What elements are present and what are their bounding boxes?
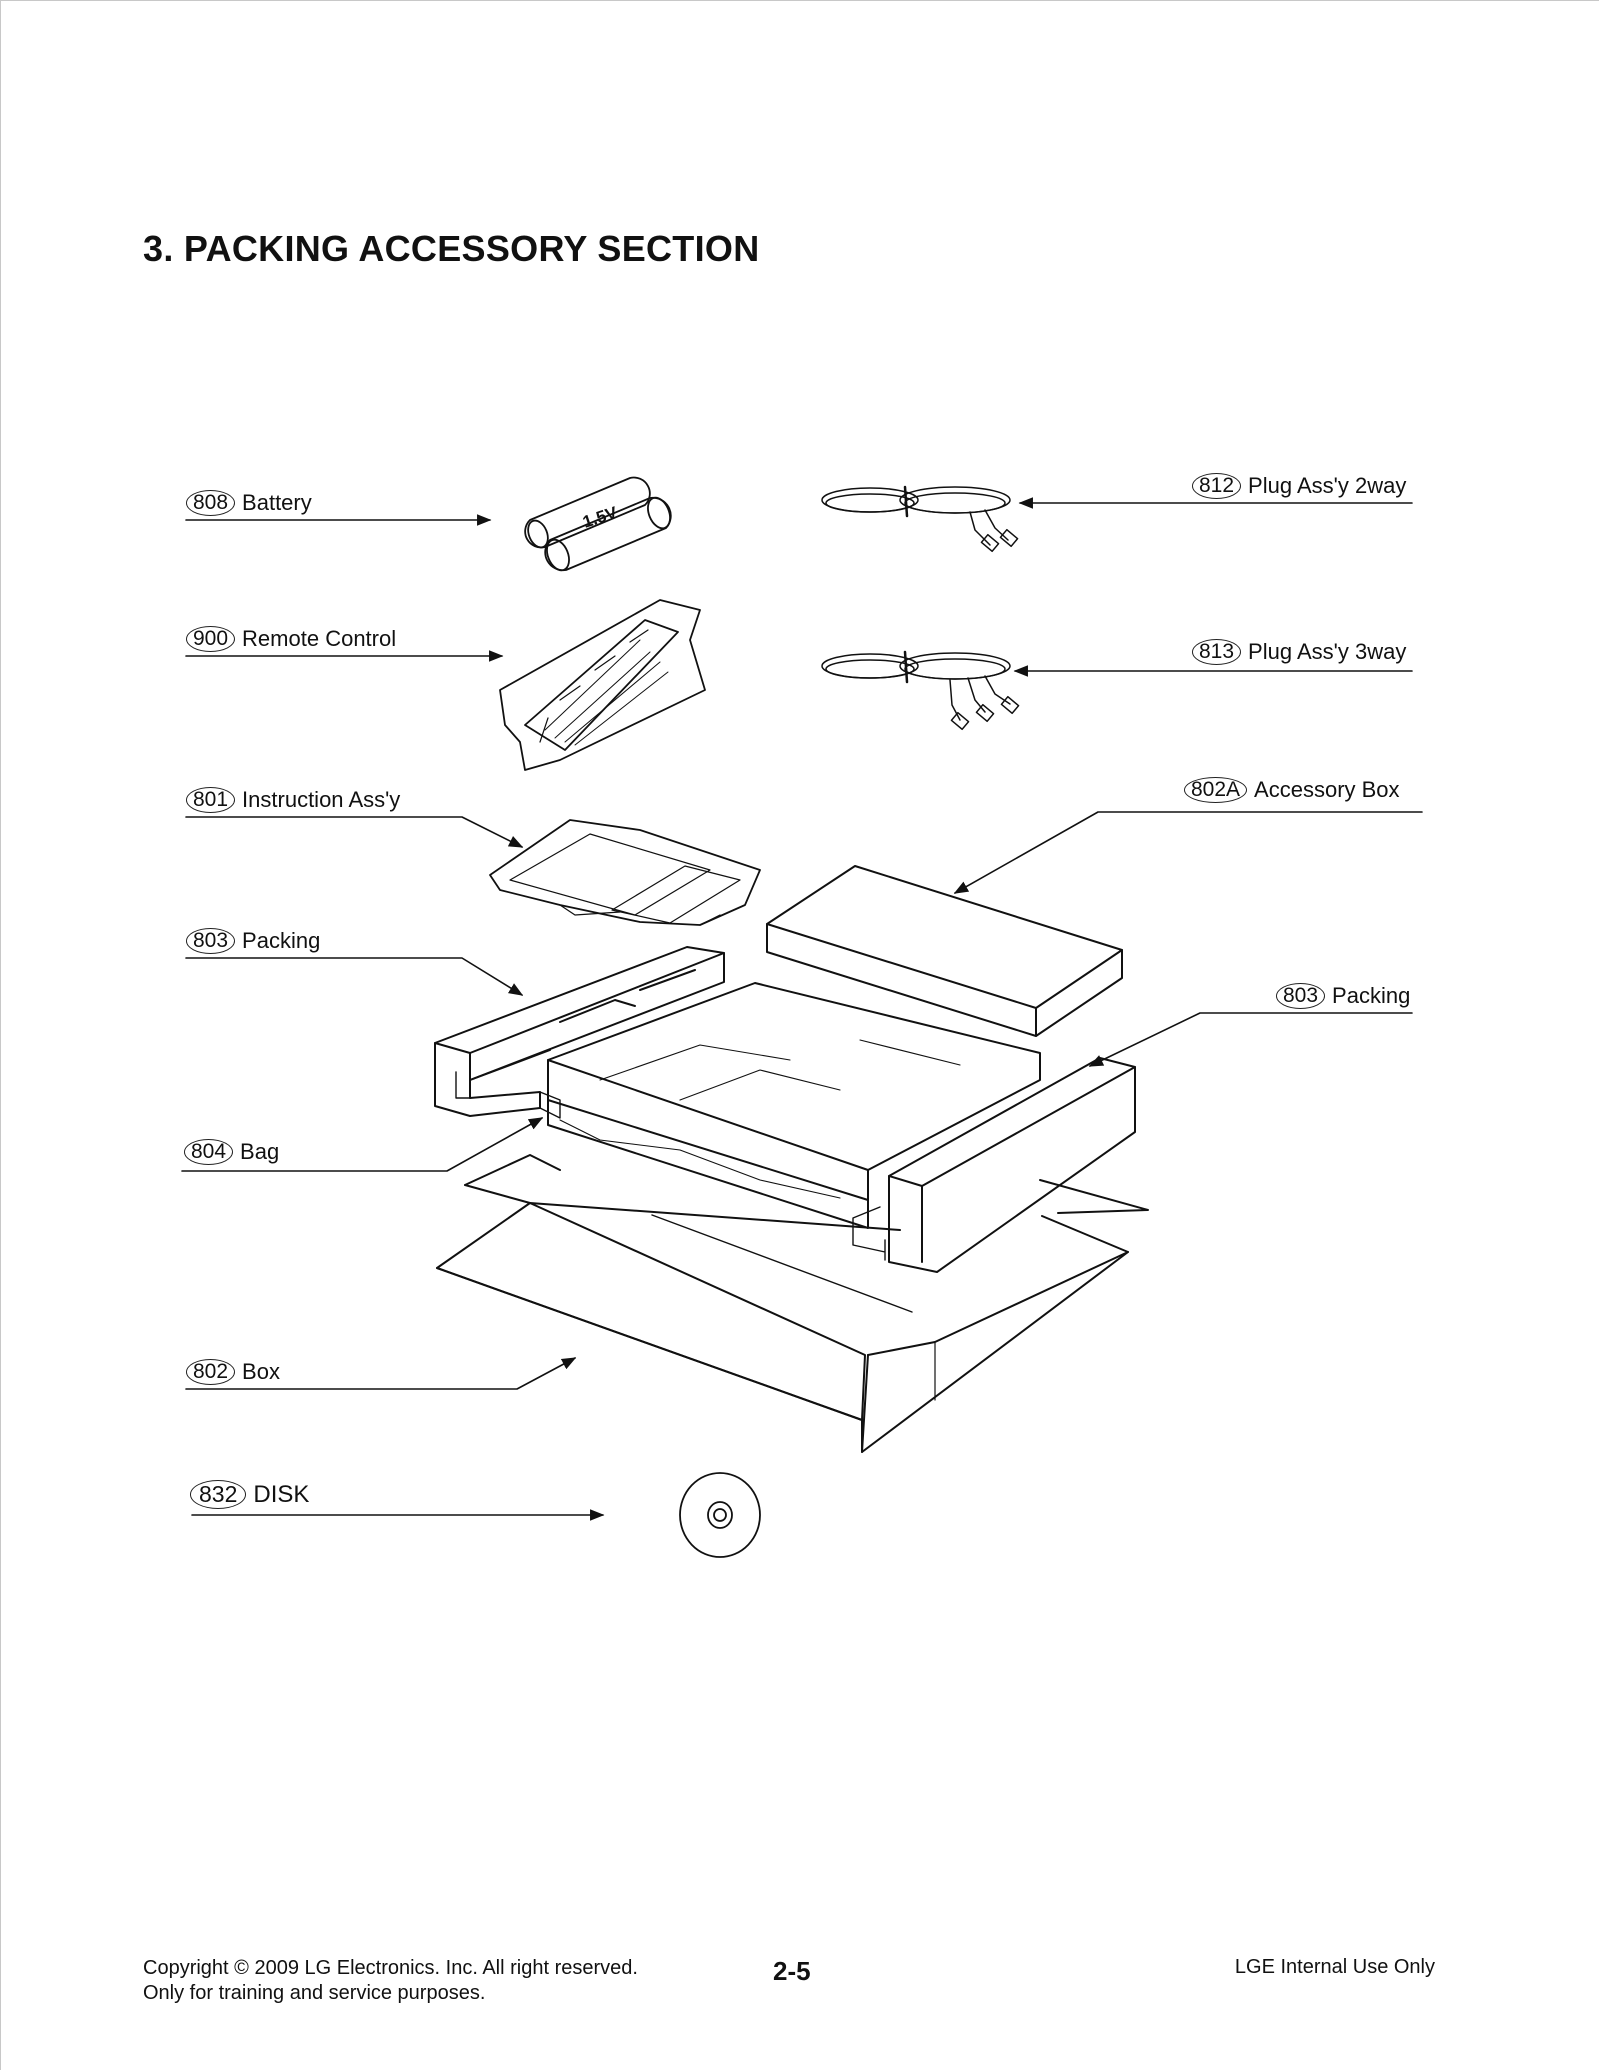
footer-left: Copyright © 2009 LG Electronics. Inc. Al… xyxy=(143,1956,638,2006)
internal-use-text: LGE Internal Use Only xyxy=(1234,1956,1435,1978)
callout-number: 808 xyxy=(186,490,236,516)
callout-plug-2way: 812 Plug Ass'y 2way xyxy=(1192,473,1406,499)
callout-bag: 804 Bag xyxy=(184,1139,279,1165)
callout-battery: 808 Battery xyxy=(186,490,312,516)
disk-illustration xyxy=(679,1472,761,1558)
callout-label: Instruction Ass'y xyxy=(242,787,401,812)
callout-disk: 832 DISK xyxy=(190,1480,309,1509)
callout-label: DISK xyxy=(253,1480,310,1508)
callout-plug-3way: 813 Plug Ass'y 3way xyxy=(1192,639,1406,665)
callout-number: 802 xyxy=(186,1359,236,1385)
shipping-box-illustration xyxy=(436,1154,1149,1453)
callout-number: 812 xyxy=(1192,473,1242,499)
callout-label: Box xyxy=(242,1359,280,1384)
instruction-illustration xyxy=(489,819,761,926)
callout-instruction: 801 Instruction Ass'y xyxy=(186,787,400,813)
remote-control-illustration xyxy=(499,599,706,771)
bagged-unit-illustration xyxy=(547,982,1041,1229)
accessory-box-illustration xyxy=(766,865,1123,1037)
callout-number: 813 xyxy=(1192,639,1242,665)
callout-box: 802 Box xyxy=(186,1359,280,1385)
section-title: 3. PACKING ACCESSORY SECTION xyxy=(143,228,760,269)
callout-label: Packing xyxy=(1332,983,1411,1008)
copyright-text: Copyright © 2009 LG Electronics. Inc. Al… xyxy=(143,1957,638,1979)
callout-label: Plug Ass'y 3way xyxy=(1248,639,1407,664)
callout-label: Bag xyxy=(240,1139,280,1164)
page-number: 2-5 xyxy=(773,1956,811,1986)
packing-right-illustration xyxy=(852,1057,1136,1273)
battery-label: 1.5V xyxy=(580,503,620,532)
callout-packing-right: 803 Packing xyxy=(1276,983,1410,1009)
callout-remote-control: 900 Remote Control xyxy=(186,626,396,652)
callout-number: 802A xyxy=(1184,777,1248,803)
purpose-text: Only for training and service purposes. xyxy=(143,1982,486,2004)
callout-packing-left: 803 Packing xyxy=(186,928,320,954)
callout-number: 804 xyxy=(184,1139,234,1165)
callout-number: 803 xyxy=(1276,983,1326,1009)
callout-number: 832 xyxy=(190,1480,247,1509)
callout-label: Accessory Box xyxy=(1254,777,1400,802)
callout-label: Remote Control xyxy=(242,626,397,651)
callout-label: Packing xyxy=(242,928,321,953)
callout-label: Battery xyxy=(242,490,312,515)
callout-number: 803 xyxy=(186,928,236,954)
packing-left-illustration xyxy=(434,946,725,1119)
battery-illustration: 1.5V xyxy=(524,476,672,572)
callout-number: 900 xyxy=(186,626,236,652)
callout-accessory-box: 802A Accessory Box xyxy=(1184,777,1400,803)
callout-number: 801 xyxy=(186,787,236,813)
plug-3way-illustration xyxy=(821,650,1020,731)
leader-lines xyxy=(181,497,1423,1521)
callout-label: Plug Ass'y 2way xyxy=(1248,473,1407,498)
plug-2way-illustration xyxy=(821,485,1019,553)
